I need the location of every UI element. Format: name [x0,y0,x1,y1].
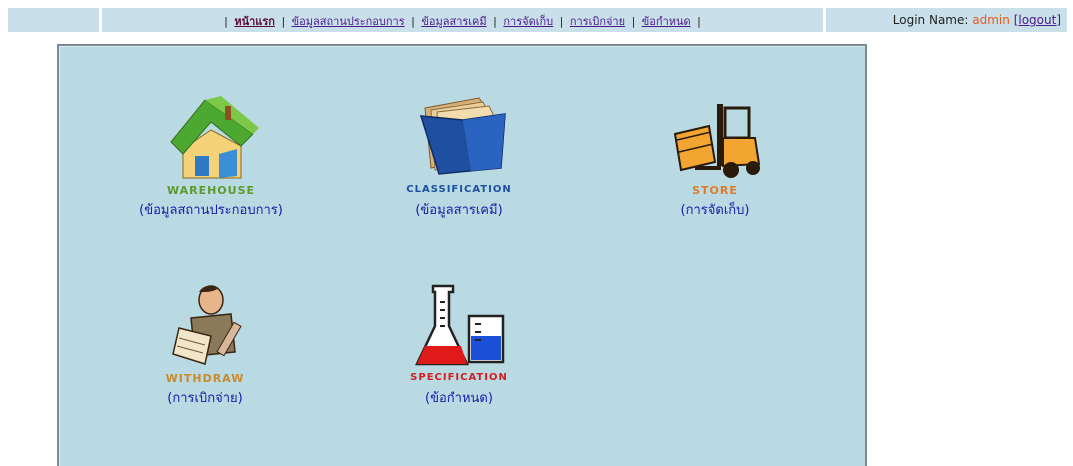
tile-logo-text: WAREHOUSE [166,184,256,197]
nav-link-chemicals[interactable]: ข้อมูลสารเคมี [421,15,487,28]
nav-link-storage[interactable]: การจัดเก็บ [503,15,554,28]
tile-store[interactable]: STORE (การจัดเก็บ) [615,94,815,220]
login-label: Login Name: [892,13,969,27]
tile-warehouse[interactable]: WAREHOUSE (ข้อมูลสถานประกอบการ) [111,94,311,220]
lab-flask-icon [415,284,505,366]
main-nav-cell: | หน้าแรก | ข้อมูลสถานประกอบการ | ข้อมูล… [102,8,823,32]
person-reading-icon [172,285,242,365]
folder-icon [419,97,506,175]
login-username: admin [972,13,1010,27]
tile-logo-text: CLASSIFICATION [406,184,512,195]
tile-logo-text: WITHDRAW [165,372,245,385]
nav-separator: | [224,15,228,28]
logout-link[interactable]: [logout] [1013,13,1061,27]
nav-link-home[interactable]: หน้าแรก [234,15,275,28]
nav-link-specification[interactable]: ข้อกำหนด [641,15,691,28]
nav-link-establishment[interactable]: ข้อมูลสถานประกอบการ [291,15,405,28]
forklift-icon [673,104,761,178]
tile-caption: (ข้อกำหนด) [425,391,493,406]
nav-separator: | [631,15,636,28]
menu-panel: WAREHOUSE (ข้อมูลสถานประกอบการ) CLASSIFI… [57,44,867,466]
tile-withdraw[interactable]: WITHDRAW (การเบิกจ่าย) [105,282,305,408]
nav-separator: | [411,15,415,28]
warehouse-icon [170,96,259,179]
main-nav: | หน้าแรก | ข้อมูลสถานประกอบการ | ข้อมูล… [102,12,823,30]
nav-separator: | [281,15,286,28]
nav-separator: | [493,15,497,28]
nav-separator: | [697,15,701,28]
login-cell: Login Name: admin [logout] [826,8,1067,32]
nav-separator: | [559,15,564,28]
tile-caption: (การเบิกจ่าย) [167,391,243,406]
tile-logo-text: SPECIFICATION [410,372,508,383]
top-bar-left-cell [8,8,99,32]
nav-link-withdraw[interactable]: การเบิกจ่าย [569,15,626,28]
login-info: Login Name: admin [logout] [893,13,1061,27]
tile-classification[interactable]: CLASSIFICATION (ข้อมูลสารเคมี) [359,94,559,220]
tile-caption: (ข้อมูลสารเคมี) [415,203,503,218]
tile-caption: (ข้อมูลสถานประกอบการ) [139,203,283,218]
top-bar: | หน้าแรก | ข้อมูลสถานประกอบการ | ข้อมูล… [0,8,1073,32]
tile-specification[interactable]: SPECIFICATION (ข้อกำหนด) [359,282,559,408]
tile-caption: (การจัดเก็บ) [680,203,750,218]
tile-logo-text: STORE [692,184,738,197]
